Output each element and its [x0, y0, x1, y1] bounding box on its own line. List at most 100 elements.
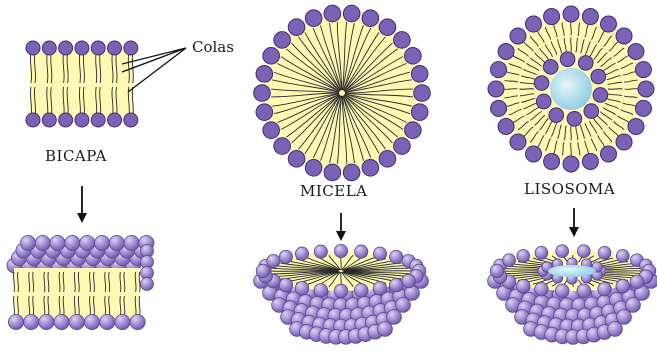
lipid-head	[324, 5, 341, 22]
lipid-head-sphere	[124, 235, 139, 250]
lipid-head-sphere	[535, 282, 549, 296]
lipid-head	[75, 41, 89, 55]
lipid-head-sphere	[130, 314, 145, 329]
lipid-head	[549, 108, 564, 123]
lipid-tail	[520, 89, 535, 90]
lipid-head	[405, 122, 422, 139]
lipid-head-sphere	[516, 279, 530, 293]
lipid-tail	[571, 126, 572, 141]
lipid-head	[584, 104, 599, 119]
lipid-head	[274, 32, 291, 49]
lipid-head	[563, 6, 579, 22]
lipid-head	[288, 19, 305, 36]
lipid-head-sphere	[50, 235, 65, 250]
lipid-head-sphere	[555, 284, 569, 298]
lipid-head-sphere	[535, 246, 548, 259]
lipid-head	[394, 138, 411, 155]
lipid-head-sphere	[626, 298, 641, 313]
lipid-head	[91, 41, 105, 55]
lipid-head	[544, 9, 560, 25]
lipid-head	[591, 69, 606, 84]
lipid-head-sphere	[616, 249, 629, 262]
lipid-head	[638, 81, 654, 97]
lipid-head-sphere	[354, 284, 368, 298]
label-micela: MICELA	[300, 182, 368, 200]
lipid-head	[379, 151, 396, 168]
lipid-head-sphere	[295, 247, 308, 260]
lipid-head	[324, 164, 341, 181]
lipid-head	[544, 153, 560, 169]
lipid-head	[263, 48, 280, 65]
lipid-head-sphere	[390, 250, 403, 263]
lipid-head	[593, 88, 608, 103]
lipid-head-sphere	[334, 284, 348, 298]
lipid-head	[362, 10, 379, 27]
lipid-head-sphere	[65, 235, 80, 250]
lipid-head-sphere	[503, 254, 516, 267]
lipid-head-sphere	[115, 314, 130, 329]
lipid-tail	[271, 271, 338, 272]
arrow-micelle-down	[336, 213, 346, 241]
lipid-head-sphere	[39, 314, 54, 329]
micelle-3d-diagram	[254, 244, 429, 344]
lipid-head-sphere	[24, 314, 39, 329]
lipid-head	[26, 113, 40, 127]
bilayer-3d-top-layer	[7, 235, 154, 273]
lipid-head	[543, 60, 558, 75]
lipid-head	[379, 19, 396, 36]
lipid-head-sphere	[94, 235, 109, 250]
lipid-head-sphere	[387, 310, 402, 325]
lipid-head	[263, 122, 280, 139]
lipid-head	[498, 44, 514, 60]
lipid-head	[256, 66, 273, 83]
lipid-head	[628, 119, 644, 135]
lipid-head	[526, 146, 542, 162]
lipid-head	[108, 113, 122, 127]
lipid-head	[411, 104, 428, 121]
lipid-head	[274, 138, 291, 155]
lipid-head	[305, 160, 322, 177]
lipid-head-sphere	[577, 284, 591, 298]
lipid-head	[362, 160, 379, 177]
lipid-tail	[571, 38, 572, 53]
lipid-head	[414, 85, 431, 102]
lipid-head-sphere	[490, 264, 504, 278]
lipid-head-sphere	[295, 282, 309, 296]
label-colas: Colas	[192, 38, 234, 56]
bilayer-3d-diagram	[7, 235, 154, 329]
lipid-head-sphere	[378, 322, 393, 337]
lipid-head	[536, 94, 551, 109]
lipid-head	[628, 44, 644, 60]
lipid-head-sphere	[54, 314, 69, 329]
lipid-head	[616, 134, 632, 150]
micelle-diagram	[254, 5, 431, 180]
lipid-head	[635, 62, 651, 78]
lipid-head	[124, 113, 138, 127]
lipid-head	[635, 100, 651, 116]
lipid-head	[488, 81, 504, 97]
lipid-head	[256, 104, 273, 121]
lipid-head	[582, 153, 598, 169]
lipid-head	[91, 113, 105, 127]
lipid-head	[108, 41, 122, 55]
lipid-head-sphere	[598, 282, 612, 296]
lipid-head-sphere	[256, 264, 270, 278]
bilayer-tail-region	[30, 50, 134, 118]
lipid-head-sphere	[617, 310, 632, 325]
lipid-head	[526, 16, 542, 32]
lipid-head	[498, 119, 514, 135]
lipid-head-sphere	[267, 254, 280, 267]
lipid-head	[288, 151, 305, 168]
lipid-head	[491, 62, 507, 78]
lipid-head	[616, 28, 632, 44]
lipid-head-sphere	[373, 247, 386, 260]
lipid-head	[582, 9, 598, 25]
lipid-head	[42, 41, 56, 55]
liposome-diagram	[488, 6, 654, 172]
lipid-head-sphere	[100, 314, 115, 329]
label-bicapa: BICAPA	[45, 147, 107, 165]
lipid-head-sphere	[402, 274, 416, 288]
liposome-aqueous-core	[550, 68, 592, 110]
lipid-head	[343, 5, 360, 22]
